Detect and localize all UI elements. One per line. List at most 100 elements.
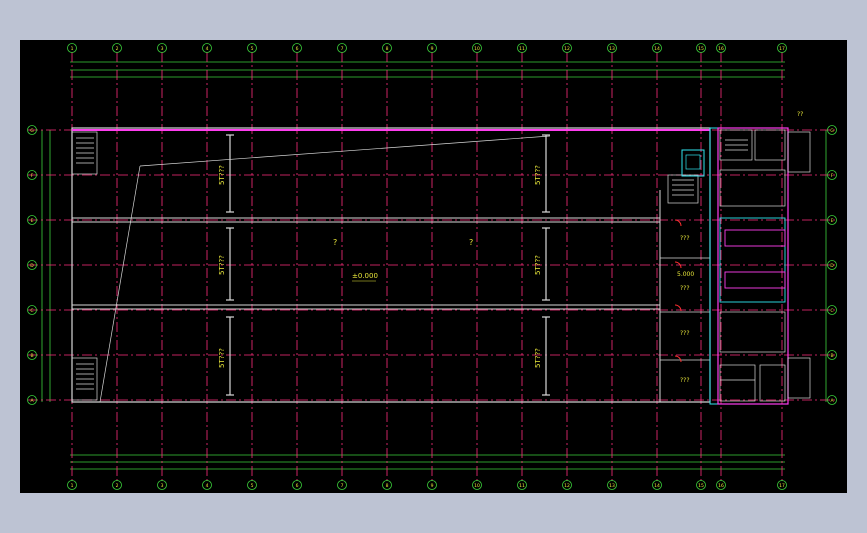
elevation-label: ±0.000 — [352, 272, 378, 280]
column-bubble-label: 2 — [116, 46, 119, 52]
column-bubble-top: 9 — [427, 43, 437, 53]
column-bubble-bottom: 1 — [67, 480, 77, 490]
column-bubble-label: 14 — [654, 483, 660, 489]
plan-labels: 5T??? 5T??? 5T??? 5T??? 5T??? 5T??? ? ? … — [218, 111, 803, 384]
axis-bubbles: 1122334455667788991010111112121313141415… — [27, 43, 837, 490]
column-bubble-label: 17 — [779, 483, 785, 489]
stair-bottom-left — [71, 357, 98, 401]
column-bubble-top: 1 — [67, 43, 77, 53]
column-bubble-top: 16 — [716, 43, 726, 53]
row-bubble-left: E — [27, 215, 37, 225]
row-bubble-label: B — [30, 353, 33, 359]
column-bubble-bottom: 3 — [157, 480, 167, 490]
column-bubble-label: 3 — [161, 46, 164, 52]
column-bubble-label: 10 — [474, 483, 480, 489]
column-bubble-top: 15 — [696, 43, 706, 53]
column-bubble-bottom: 12 — [562, 480, 572, 490]
column-bubble-label: 10 — [474, 46, 480, 52]
column-bubble-label: 15 — [698, 46, 704, 52]
row-bubble-right: D — [827, 260, 837, 270]
column-bubble-label: 1 — [71, 46, 74, 52]
column-bubble-top: 3 — [157, 43, 167, 53]
column-bubble-label: 13 — [609, 483, 615, 489]
doors — [674, 219, 682, 363]
column-bubble-bottom: 17 — [777, 480, 787, 490]
column-bubble-label: 9 — [431, 46, 434, 52]
column-bubble-label: 16 — [718, 46, 724, 52]
row-bubble-right: G — [827, 125, 837, 135]
row-bubble-label: G — [30, 128, 34, 134]
room-label-3: ??? — [680, 285, 690, 292]
row-bubble-right: A — [827, 395, 837, 405]
column-bubble-top: 2 — [112, 43, 122, 53]
column-bubble-top: 10 — [472, 43, 482, 53]
column-bubble-bottom: 5 — [247, 480, 257, 490]
axis-grid-lines — [28, 52, 835, 482]
column-bubble-label: 5 — [251, 46, 254, 52]
column-bubble-bottom: 6 — [292, 480, 302, 490]
room-label-2: 5.000 — [677, 271, 694, 278]
column-bubble-top: 4 — [202, 43, 212, 53]
column-bubble-top: 13 — [607, 43, 617, 53]
row-bubble-label: C — [30, 308, 33, 314]
row-bubble-label: C — [830, 308, 833, 314]
column-bubble-bottom: 16 — [716, 480, 726, 490]
room-label-5: ??? — [680, 377, 690, 384]
column-bubble-top: 6 — [292, 43, 302, 53]
row-bubble-right: B — [827, 350, 837, 360]
row-bubble-label: F — [31, 173, 34, 179]
column-bubble-bottom: 9 — [427, 480, 437, 490]
row-bubble-right: E — [827, 215, 837, 225]
steel-columns — [226, 134, 550, 396]
column-bubble-label: 5 — [251, 483, 254, 489]
column-label-5: 5T??? — [218, 348, 226, 368]
column-bubble-top: 17 — [777, 43, 787, 53]
column-bubble-bottom: 14 — [652, 480, 662, 490]
corner-label: ?? — [797, 111, 803, 118]
row-bubble-label: D — [30, 263, 34, 269]
column-bubble-label: 4 — [206, 46, 209, 52]
stair-right — [667, 174, 699, 204]
column-bubble-label: 6 — [296, 46, 299, 52]
floor-plan-svg: 1122334455667788991010111112121313141415… — [27, 43, 837, 490]
column-bubble-label: 14 — [654, 46, 660, 52]
room-label-4: ??? — [680, 330, 690, 337]
column-bubble-label: 9 — [431, 483, 434, 489]
column-bubble-bottom: 11 — [517, 480, 527, 490]
column-bubble-top: 11 — [517, 43, 527, 53]
column-label-1: 5T??? — [218, 165, 226, 185]
row-bubble-left: A — [27, 395, 37, 405]
column-bubble-bottom: 4 — [202, 480, 212, 490]
column-bubble-label: 6 — [296, 483, 299, 489]
row-bubble-left: G — [27, 125, 37, 135]
column-bubble-bottom: 2 — [112, 480, 122, 490]
column-bubble-bottom: 7 — [337, 480, 347, 490]
column-bubble-top: 14 — [652, 43, 662, 53]
column-label-2: 5T??? — [534, 165, 542, 185]
row-bubble-label: F — [831, 173, 834, 179]
column-bubble-label: 11 — [519, 46, 525, 52]
column-bubble-label: 7 — [341, 46, 344, 52]
row-bubble-label: G — [830, 128, 834, 134]
column-bubble-bottom: 10 — [472, 480, 482, 490]
column-bubble-bottom: 8 — [382, 480, 392, 490]
row-bubble-left: C — [27, 305, 37, 315]
column-bubble-label: 12 — [564, 483, 570, 489]
column-label-3: 5T??? — [218, 255, 226, 275]
row-bubble-label: D — [830, 263, 834, 269]
column-bubble-label: 1 — [71, 483, 74, 489]
area-label-1: ? — [333, 238, 337, 247]
area-label-2: ? — [469, 238, 473, 247]
row-bubble-label: B — [830, 353, 833, 359]
column-bubble-label: 2 — [116, 483, 119, 489]
column-bubble-label: 12 — [564, 46, 570, 52]
row-bubble-left: D — [27, 260, 37, 270]
column-bubble-label: 11 — [519, 483, 525, 489]
column-bubble-top: 7 — [337, 43, 347, 53]
row-bubble-right: C — [827, 305, 837, 315]
column-bubble-top: 12 — [562, 43, 572, 53]
column-bubble-label: 16 — [718, 483, 724, 489]
column-label-6: 5T??? — [534, 348, 542, 368]
column-bubble-label: 17 — [779, 46, 785, 52]
